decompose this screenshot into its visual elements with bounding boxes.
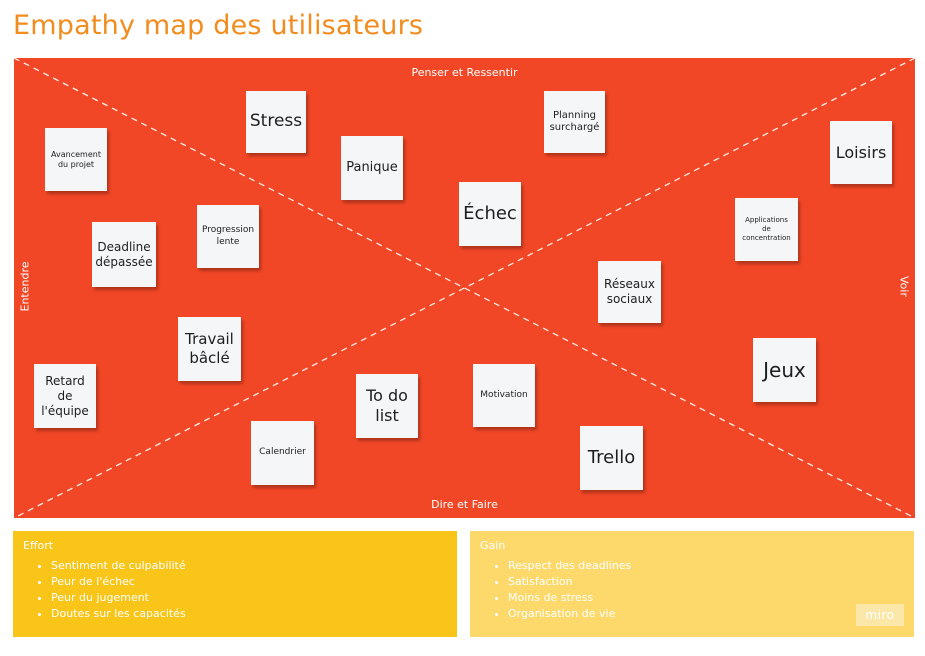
sticky-note-progression[interactable]: Progression lente — [197, 205, 259, 268]
quadrant-label-see: Voir — [897, 276, 911, 297]
effort-list: Sentiment de culpabilité Peur de l'échec… — [23, 558, 447, 622]
sticky-note-panique[interactable]: Panique — [341, 136, 403, 200]
quadrant-diagonals — [14, 58, 915, 518]
empathy-map-board: Penser et Ressentir Dire et Faire Entend… — [14, 58, 915, 518]
sticky-note-calendrier[interactable]: Calendrier — [251, 421, 314, 485]
quadrant-label-think-feel: Penser et Ressentir — [411, 66, 518, 79]
miro-watermark: miro — [856, 604, 904, 626]
gain-title: Gain — [480, 539, 506, 552]
sticky-note-echec[interactable]: Échec — [459, 182, 521, 246]
sticky-note-retard[interactable]: Retard de l'équipe — [34, 364, 96, 428]
sticky-note-planning[interactable]: Planning surchargé — [544, 91, 605, 153]
sticky-note-travail[interactable]: Travail bâclé — [178, 317, 241, 381]
sticky-note-todo[interactable]: To do list — [356, 374, 418, 438]
sticky-note-motivation[interactable]: Motivation — [473, 364, 535, 427]
gain-item: Respect des deadlines — [508, 558, 904, 574]
page-title: Empathy map des utilisateurs — [13, 10, 424, 41]
sticky-note-loisirs[interactable]: Loisirs — [830, 121, 892, 184]
effort-item: Peur du jugement — [51, 590, 447, 606]
sticky-note-deadline[interactable]: Deadline dépassée — [92, 222, 156, 287]
sticky-note-reseaux[interactable]: Réseaux sociaux — [598, 261, 661, 323]
effort-item: Sentiment de culpabilité — [51, 558, 447, 574]
quadrant-label-hear: Entendre — [18, 261, 32, 312]
sticky-note-applications[interactable]: Applications de concentration — [735, 198, 798, 261]
gain-item: Organisation de vie — [508, 606, 904, 622]
sticky-note-trello[interactable]: Trello — [580, 426, 643, 490]
gain-list: Respect des deadlines Satisfaction Moins… — [480, 558, 904, 622]
effort-title: Effort — [23, 539, 54, 552]
sticky-note-stress[interactable]: Stress — [246, 91, 306, 153]
effort-item: Doutes sur les capacités — [51, 606, 447, 622]
quadrant-label-say-do: Dire et Faire — [431, 498, 498, 511]
effort-panel: Effort Sentiment de culpabilité Peur de … — [13, 531, 457, 637]
gain-item: Satisfaction — [508, 574, 904, 590]
sticky-note-jeux[interactable]: Jeux — [753, 338, 816, 402]
gain-item: Moins de stress — [508, 590, 904, 606]
gain-panel: Gain Respect des deadlines Satisfaction … — [470, 531, 914, 637]
sticky-note-avancement[interactable]: Avancement du projet — [45, 128, 107, 191]
effort-item: Peur de l'échec — [51, 574, 447, 590]
